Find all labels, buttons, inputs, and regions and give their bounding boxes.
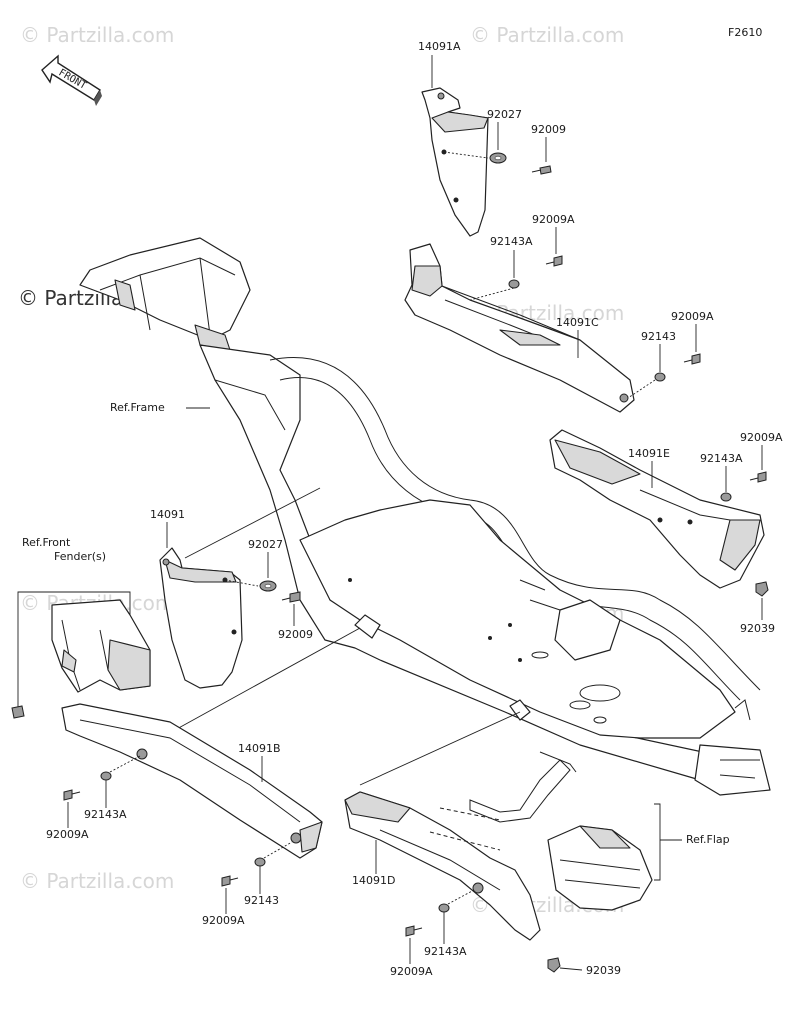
part-14091E <box>549 429 765 589</box>
callout-92143A-3: 92143A <box>84 808 127 821</box>
front-fender-reference-label-line1: Ref.Front <box>22 536 71 549</box>
callout-92009A-3: 92009A <box>740 431 783 444</box>
leader-line <box>224 579 259 587</box>
flap-reference-label: Ref.Flap <box>686 833 730 846</box>
screw-92009A-4 <box>63 789 81 801</box>
leader-line <box>627 379 656 399</box>
leader-line <box>263 841 293 859</box>
leader-line <box>174 627 361 731</box>
part-14091D <box>344 751 577 941</box>
callout-92143A-4: 92143A <box>424 945 467 958</box>
screw-92009A-2 <box>683 353 701 365</box>
callout-92009A-5: 92009A <box>202 914 245 927</box>
screw-92009A-1 <box>545 255 563 267</box>
leader-line <box>17 591 131 708</box>
part-14091B <box>61 703 323 859</box>
callout-92009A-4: 92009A <box>46 828 89 841</box>
front-fender-reference-label-line2: Fender(s) <box>54 550 106 563</box>
washer-92027-top <box>489 152 507 164</box>
leader-line <box>654 803 682 881</box>
callout-14091B: 14091B <box>238 742 281 755</box>
callout-92143-1: 92143 <box>641 330 676 343</box>
leader-line <box>443 151 489 159</box>
callout-14091D: 14091D <box>352 874 395 887</box>
leader-line <box>559 967 583 971</box>
callout-92009A-2: 92009A <box>671 310 714 323</box>
nut-92143A-1 <box>508 279 520 289</box>
callout-14091A: 14091A <box>418 40 461 53</box>
watermark: © Partzilla.com <box>20 23 174 47</box>
callout-92143A-2: 92143A <box>700 452 743 465</box>
washer-92027-mid <box>259 580 277 592</box>
screw-92009A-3 <box>749 471 767 483</box>
callout-14091E: 14091E <box>628 447 670 460</box>
frame <box>79 237 771 796</box>
clip-92039-2 <box>547 957 561 973</box>
watermark: © Partzilla.com <box>470 23 624 47</box>
part-14091A <box>421 87 489 237</box>
callout-14091C: 14091C <box>556 316 599 329</box>
nut-92143A-2 <box>720 492 732 502</box>
screw-92009A-5 <box>221 875 239 887</box>
callout-92009-top: 92009 <box>531 123 566 136</box>
callout-92027-mid: 92027 <box>248 538 283 551</box>
clip-92039-1 <box>755 581 769 597</box>
frame-reference-label: Ref.Frame <box>110 401 165 414</box>
callout-92027-top: 92027 <box>487 108 522 121</box>
callout-92039-1: 92039 <box>740 622 775 635</box>
clip-front-fender <box>11 705 25 719</box>
flap-reference <box>547 825 653 911</box>
callout-92143-2: 92143 <box>244 894 279 907</box>
part-14091 <box>159 547 243 689</box>
leader-line <box>359 711 521 786</box>
screw-92009-top <box>531 165 552 175</box>
nut-92143A-3 <box>100 771 112 781</box>
leader-line <box>109 755 141 773</box>
nut-92143-2 <box>254 857 266 867</box>
callout-92143A-1: 92143A <box>490 235 533 248</box>
callout-92039-2: 92039 <box>586 964 621 977</box>
front-fender-reference <box>51 599 151 693</box>
callout-92009A-1: 92009A <box>532 213 575 226</box>
leader-line <box>469 287 515 301</box>
front-arrow-icon: FRONT <box>41 54 102 106</box>
leader-line <box>447 889 475 905</box>
part-14091C <box>404 243 635 413</box>
watermarks: © Partzilla.com © Partzilla.com © Partzi… <box>18 23 624 917</box>
nut-92143A-4 <box>438 903 450 913</box>
figure-code: F2610 <box>728 26 762 39</box>
screw-92009-mid <box>281 591 301 603</box>
callout-92009-mid: 92009 <box>278 628 313 641</box>
leader-line <box>184 487 321 559</box>
callout-92009A-6: 92009A <box>390 965 433 978</box>
callout-14091: 14091 <box>150 508 185 521</box>
screw-92009A-6 <box>405 925 423 937</box>
nut-92143-1 <box>654 372 666 382</box>
watermark: © Partzilla.com <box>20 869 174 893</box>
